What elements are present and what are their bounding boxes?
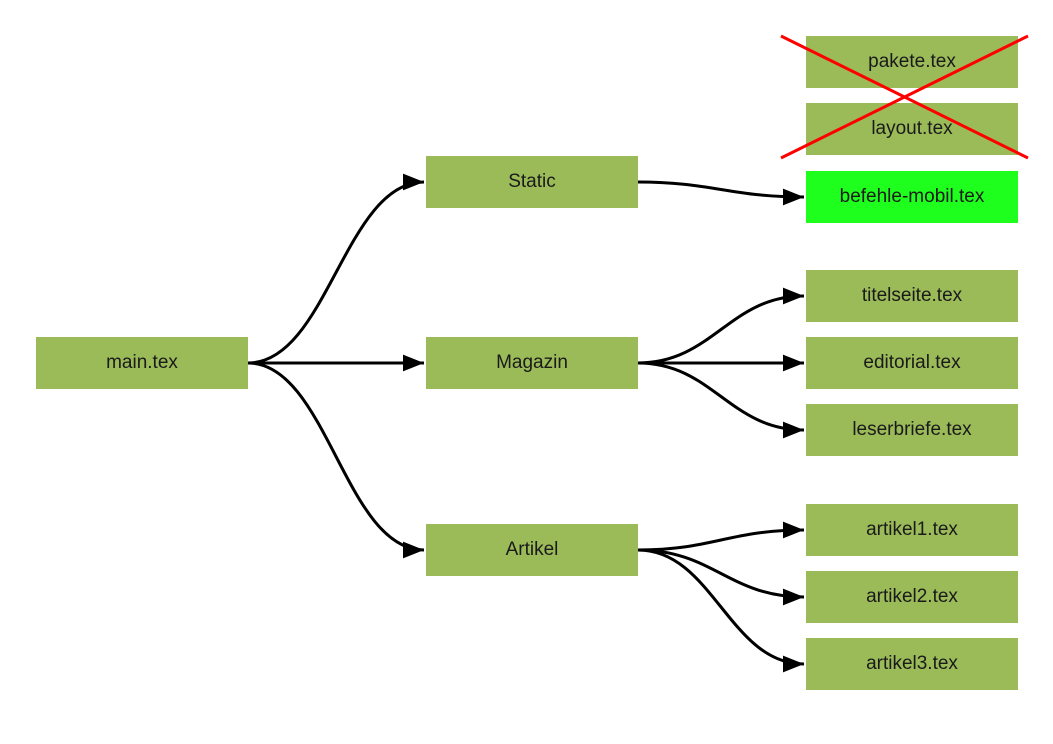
edge-main-to-static — [247, 173, 425, 365]
node-magazin: Magazin — [426, 337, 638, 389]
node-label: main.tex — [106, 352, 178, 373]
node-label: artikel3.tex — [866, 653, 958, 674]
edge-group — [247, 173, 805, 673]
node-artikel3-tex: artikel3.tex — [806, 638, 1018, 690]
node-label: editorial.tex — [863, 352, 961, 373]
edge-artikel-to-artikel2 — [637, 548, 805, 606]
node-label: artikel1.tex — [866, 519, 958, 540]
node-layout-tex: layout.tex — [806, 103, 1018, 155]
node-artikel2-tex: artikel2.tex — [806, 571, 1018, 623]
node-label: Static — [508, 171, 556, 192]
edge-static-to-befehle — [637, 180, 805, 206]
node-static: Static — [426, 156, 638, 208]
node-artikel: Artikel — [426, 524, 638, 576]
node-artikel1-tex: artikel1.tex — [806, 504, 1018, 556]
edge-artikel-to-artikel3 — [637, 548, 805, 673]
node-main-tex: main.tex — [36, 337, 248, 389]
edge-artikel-to-artikel1 — [637, 521, 805, 552]
node-titelseite-tex: titelseite.tex — [806, 270, 1018, 322]
node-label: layout.tex — [871, 118, 953, 139]
node-editorial-tex: editorial.tex — [806, 337, 1018, 389]
node-leserbriefe-tex: leserbriefe.tex — [806, 404, 1018, 456]
edge-main-to-artikel — [247, 361, 425, 559]
node-label: titelseite.tex — [861, 285, 963, 306]
node-label: Magazin — [496, 352, 568, 373]
node-label: befehle-mobil.tex — [839, 186, 985, 207]
node-label: Artikel — [505, 539, 559, 560]
edge-magazin-to-leserbriefe — [637, 361, 805, 439]
edge-magazin-to-titelseite — [637, 287, 805, 365]
node-label: pakete.tex — [868, 51, 956, 72]
node-label: leserbriefe.tex — [852, 419, 972, 440]
node-label: artikel2.tex — [866, 586, 958, 607]
node-befehle-mobil-tex: befehle-mobil.tex — [806, 171, 1018, 223]
node-pakete-tex: pakete.tex — [806, 36, 1018, 88]
